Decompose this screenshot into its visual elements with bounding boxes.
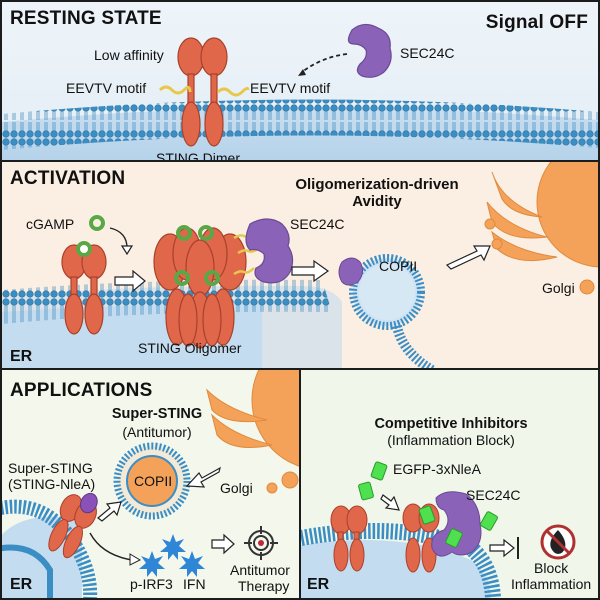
signal-stars (139, 534, 205, 577)
inhibitor-illustration (301, 461, 576, 598)
golgi (484, 162, 598, 295)
label-egfp-3xnlea: EGFP-3xNleA (393, 461, 481, 477)
label-er: ER (10, 576, 33, 593)
arrow-to-golgi (445, 245, 491, 270)
activation-subtitle-line2: Avidity (352, 193, 402, 210)
signaling-arrow (89, 532, 133, 561)
copii-vesicle-bud (349, 254, 435, 368)
panel-resting-state: RESTING STATE Signal OFF Low affinity EE… (2, 2, 598, 162)
panel-applications-super-sting: APPLICATIONS Super-STING (Antitumor) Sup… (2, 370, 301, 598)
sec24c-protein (347, 23, 392, 78)
label-er: ER (10, 158, 32, 160)
binding-arrow (109, 227, 128, 249)
arrow-to-copii (291, 259, 330, 283)
label-copii: COPII (379, 258, 418, 274)
no-fire-icon (540, 524, 576, 560)
bound-cgamp (174, 225, 220, 286)
label-er: ER (307, 576, 330, 593)
copii-vesicle (113, 442, 191, 520)
label-er: ER (10, 348, 33, 365)
label-motif-left: EEVTV motif (66, 80, 147, 96)
arrow-to-copii (97, 501, 122, 522)
block-arrow (489, 538, 515, 558)
panel-title-resting: RESTING STATE (10, 8, 162, 29)
label-low-affinity: Low affinity (94, 47, 164, 63)
sec24c-protein (245, 218, 294, 284)
label-cgamp: cGAMP (26, 216, 75, 232)
eevtv-motif-right (216, 86, 250, 97)
label-p-irf3: p-IRF3 (130, 576, 173, 592)
super-sting-subtitle: (Antitumor) (122, 424, 192, 440)
label-construct-line2: (STING-NleA) (8, 476, 96, 492)
eevtv-motif-left (158, 85, 192, 95)
sting-dimer-inactive (330, 505, 368, 572)
sting-dimer (177, 37, 228, 147)
activation-subtitle-line1: Oligomerization-driven (295, 176, 459, 193)
label-golgi: Golgi (220, 480, 253, 496)
label-therapy-line1: Antitumor (230, 562, 290, 578)
er-membrane (2, 99, 598, 150)
label-therapy-line2: Therapy (238, 578, 290, 594)
arrow-to-oligomer (114, 269, 146, 293)
label-golgi: Golgi (542, 280, 575, 296)
panel-title-applications: APPLICATIONS (10, 380, 153, 401)
label-sting-dimer: STING Dimer (156, 150, 240, 162)
label-sec24c: SEC24C (400, 45, 455, 61)
label-sec24c: SEC24C (466, 487, 521, 503)
label-block-line1: Block (534, 560, 569, 576)
panel-competitive-inhibitors: Competitive Inhibitors (Inflammation Blo… (301, 370, 598, 598)
arrow-to-therapy (211, 533, 235, 555)
sec24c-protein (431, 491, 482, 557)
panel-title-activation: ACTIVATION (10, 168, 126, 189)
inhibitors-subtitle: (Inflammation Block) (387, 432, 515, 448)
dashed-arrow (301, 53, 348, 73)
egfp-3xnlea-inhibitors (358, 461, 498, 548)
dashed-arrow-head (298, 69, 306, 76)
super-sting-construct (48, 492, 98, 559)
signal-status: Signal OFF (485, 12, 588, 33)
golgi (206, 370, 299, 494)
super-sting-illustration (2, 370, 299, 598)
arrow-inhibitor-binding (380, 494, 400, 511)
label-sec24c: SEC24C (290, 216, 345, 232)
cgamp-molecule (89, 215, 105, 231)
activation-illustration (2, 162, 598, 368)
arrow-golgi-to-copii (185, 466, 221, 488)
label-motif-right: EEVTV motif (250, 80, 331, 96)
inhibitors-title: Competitive Inhibitors (374, 416, 528, 432)
panel-activation: ACTIVATION Oligomerization-driven Avidit… (2, 162, 598, 370)
label-ifn: IFN (183, 576, 206, 592)
label-copii: COPII (134, 473, 173, 489)
er-cisterna (2, 544, 53, 598)
super-sting-title: Super-STING (111, 406, 203, 422)
target-icon (244, 526, 278, 560)
label-block-line2: Inflammation (511, 576, 592, 592)
sec24c-on-copii (338, 257, 364, 286)
resting-illustration (2, 23, 598, 160)
sting-oligomer (153, 227, 247, 349)
label-construct-line1: Super-STING (8, 460, 93, 476)
label-sting-oligomer: STING Oligomer (138, 340, 242, 356)
